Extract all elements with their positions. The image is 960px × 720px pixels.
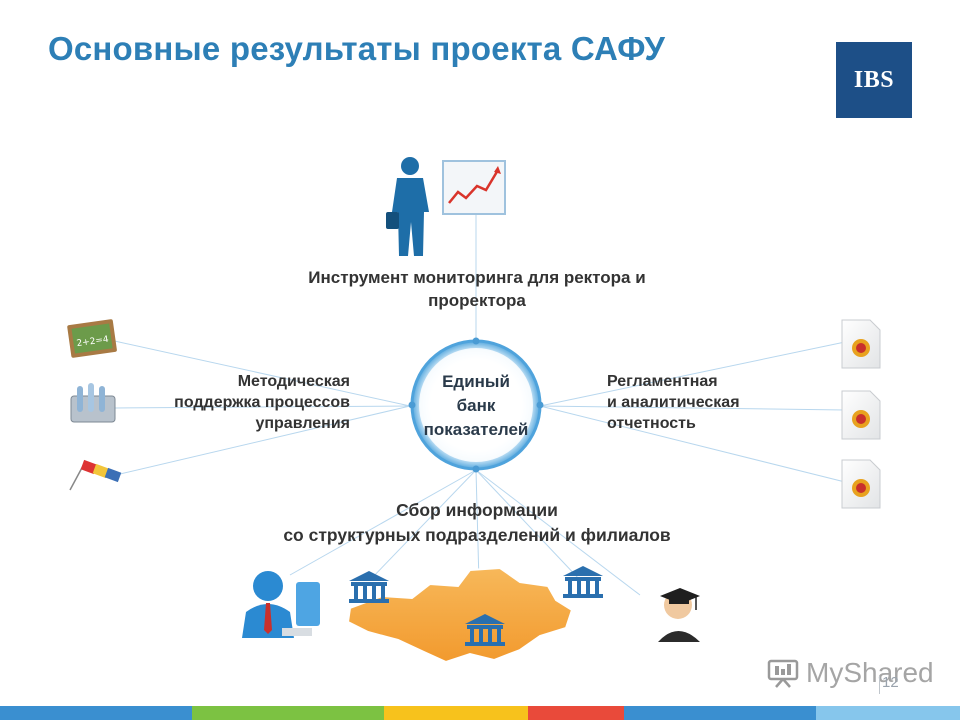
page-number-separator xyxy=(879,676,880,694)
stripe-segment xyxy=(384,706,528,720)
right-block-line-3: отчетность xyxy=(607,415,696,432)
right-block-line-2: и аналитическая xyxy=(607,394,740,411)
top-block-line-2: проректора xyxy=(428,291,526,310)
bottom-color-stripe xyxy=(0,706,960,720)
chalkboard-icon: 2+2=4 xyxy=(67,319,117,358)
watermark-text: MyShared xyxy=(806,657,934,688)
operator-icon xyxy=(242,571,320,638)
flags-icon xyxy=(69,459,122,491)
stripe-segment xyxy=(0,706,192,720)
stripe-segment xyxy=(192,706,384,720)
center-line-3: показателей xyxy=(423,420,529,439)
left-block-line-2: поддержка процессов xyxy=(174,394,350,411)
svg-text:2+2=4: 2+2=4 xyxy=(76,335,110,349)
bottom-block-line-2: со структурных подразделений и филиалов xyxy=(283,525,671,545)
bottom-block-line-1: Сбор информации xyxy=(396,500,558,520)
ring-dots xyxy=(408,337,544,473)
map-icon xyxy=(346,566,574,664)
top-block-line-1: Инструмент мониторинга для ректора и xyxy=(308,268,646,287)
slide-title: Основные результаты проекта САФУ xyxy=(48,30,666,67)
left-block-line-1: Методическая xyxy=(237,373,350,390)
left-block-line-3: управления xyxy=(255,415,350,432)
center-label: Единый банк показателей xyxy=(407,370,545,442)
right-block-line-1: Регламентная xyxy=(607,373,718,390)
page-number: 12 xyxy=(882,674,899,691)
building-icons xyxy=(349,566,603,646)
stripe-segment xyxy=(528,706,624,720)
document-emblem-icons xyxy=(841,319,881,509)
connector-lines xyxy=(109,214,846,621)
presentation-icon xyxy=(767,659,799,688)
right-block-label: Регламентная и аналитическая отчетность xyxy=(607,371,740,434)
left-block-label: Методическая поддержка процессов управле… xyxy=(174,371,350,434)
test-tubes-icon xyxy=(70,383,116,423)
myshared-watermark: MyShared xyxy=(766,657,934,689)
stripe-segment xyxy=(816,706,960,720)
bottom-block-label: Сбор информации со структурных подраздел… xyxy=(0,498,954,548)
ibs-logo: IBS xyxy=(836,42,912,118)
center-line-2: банк xyxy=(456,396,496,415)
center-line-1: Единый xyxy=(442,372,510,391)
businessman-icon xyxy=(386,157,429,256)
graduate-icon xyxy=(658,588,700,642)
stripe-segment xyxy=(624,706,816,720)
growth-chart-icon xyxy=(442,160,506,215)
top-block-label: Инструмент мониторинга для ректора и про… xyxy=(0,266,954,312)
